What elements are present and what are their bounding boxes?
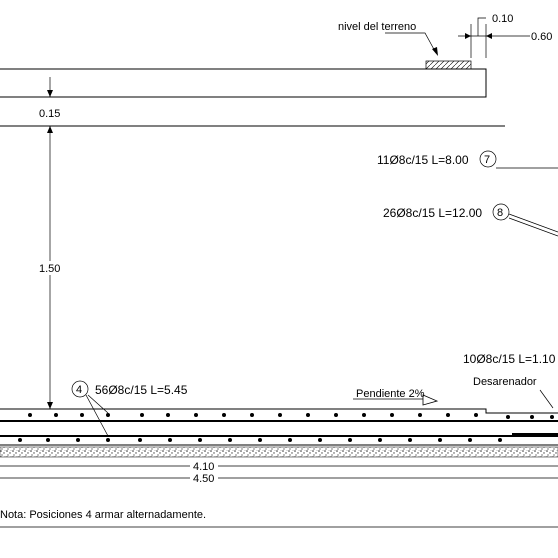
dim-060-label: 0.60 xyxy=(531,31,552,43)
top-slab xyxy=(0,68,505,127)
note-text: Nota: Posiciones 4 armar alternadamente. xyxy=(0,509,206,521)
dim-410-label: 4.10 xyxy=(193,461,214,473)
rebar-7-callout xyxy=(479,150,558,169)
rebar-4-callout xyxy=(71,380,109,437)
rebar-dots-bottom xyxy=(18,438,502,442)
rebar-dots-top xyxy=(28,413,554,419)
rebar-4-spec: 56Ø8c/15 L=5.45 xyxy=(95,383,188,397)
dim-150-label: 1.50 xyxy=(39,263,60,275)
dim-010-label: 0.10 xyxy=(492,13,513,25)
dimension-150 xyxy=(36,126,64,409)
gravel-bed xyxy=(0,446,558,458)
ground-level-label: nivel del terreno xyxy=(338,21,416,33)
dimension-410 xyxy=(0,459,558,472)
sand-trap-label: Desarenador xyxy=(473,376,537,388)
dimension-top-right xyxy=(458,17,530,58)
rebar-right-spec: 10Ø8c/15 L=1.10 xyxy=(463,352,556,366)
bottom-slab xyxy=(0,408,558,446)
dimension-015 xyxy=(47,77,53,97)
slope-arrow xyxy=(353,394,439,406)
ground-level-symbol xyxy=(385,32,472,70)
rebar-4-mark: 4 xyxy=(76,384,82,396)
rebar-7-spec: 11Ø8c/15 L=8.00 xyxy=(377,153,469,167)
dim-450-label: 4.50 xyxy=(193,473,214,485)
rebar-8-spec: 26Ø8c/15 L=12.00 xyxy=(383,206,482,220)
dim-015-label: 0.15 xyxy=(39,108,60,120)
dimension-450 xyxy=(0,471,558,484)
rebar-8-mark: 8 xyxy=(497,207,503,219)
rebar-8-callout xyxy=(492,203,558,237)
slope-label: Pendiente 2% xyxy=(356,388,425,400)
rebar-7-mark: 7 xyxy=(484,154,490,166)
